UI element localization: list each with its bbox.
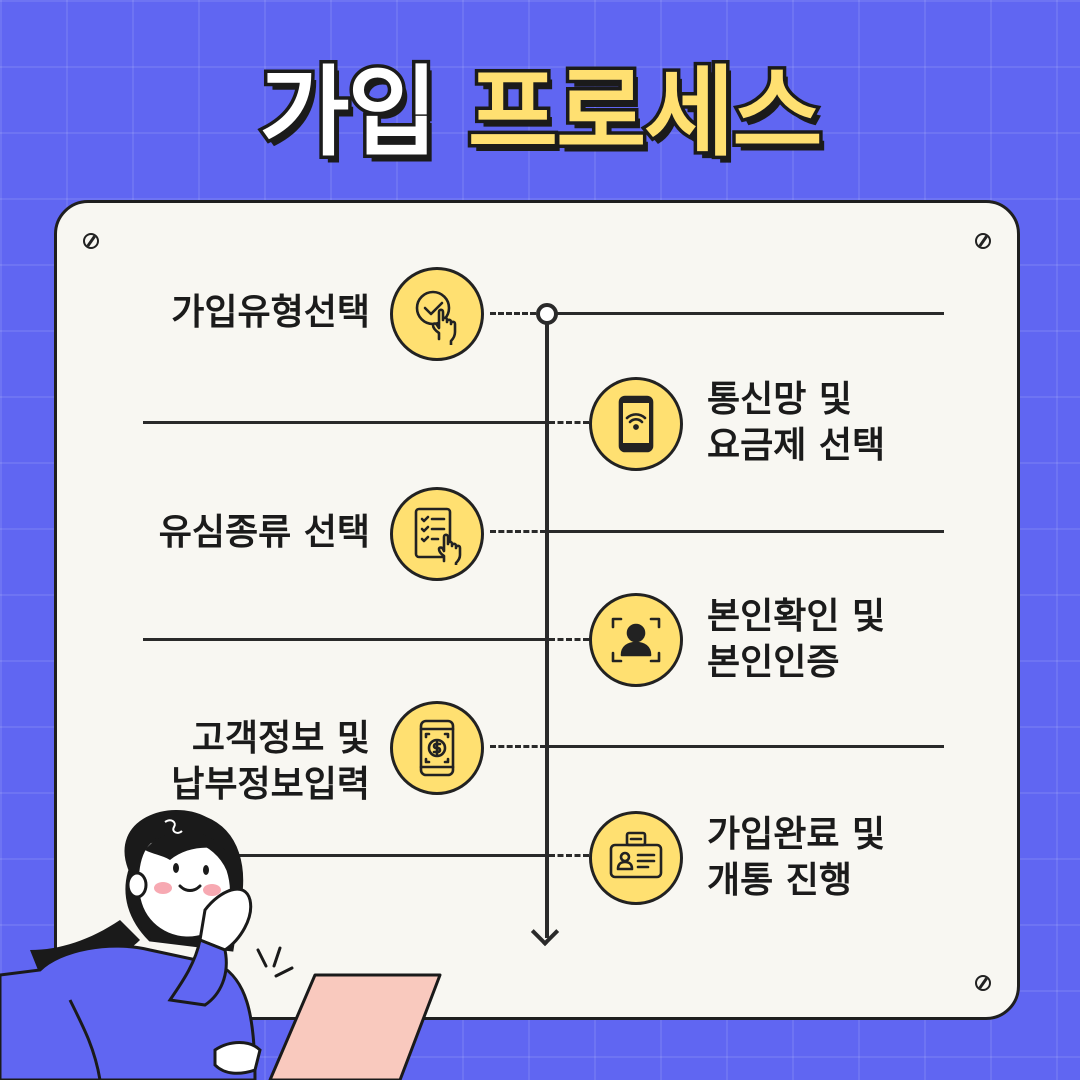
timeline-connector bbox=[200, 854, 547, 857]
step-1-label: 가입유형선택 bbox=[171, 292, 370, 333]
screw-icon bbox=[975, 233, 991, 249]
step-4-label: 본인확인 및 본인인증 bbox=[707, 596, 886, 683]
hand bbox=[198, 887, 253, 952]
timeline-connector bbox=[143, 638, 547, 641]
timeline-dash bbox=[549, 421, 589, 424]
title-part-2: 프로세스 bbox=[464, 53, 826, 174]
timeline-connector bbox=[143, 421, 547, 424]
step-3-icon-circle bbox=[390, 487, 484, 581]
step-1-icon-circle bbox=[390, 267, 484, 361]
id-badge-icon bbox=[609, 831, 663, 879]
screw-icon bbox=[83, 233, 99, 249]
timeline-connector bbox=[548, 745, 944, 748]
timeline-arrow-line bbox=[545, 318, 549, 938]
smartphone-wifi-icon bbox=[618, 395, 654, 453]
step-5-label: 고객정보 및 납부정보입력 bbox=[171, 718, 370, 805]
step-5-icon-circle bbox=[390, 701, 484, 795]
timeline-dash bbox=[549, 854, 589, 857]
timeline-start-dot bbox=[536, 303, 558, 325]
laptop bbox=[268, 973, 442, 1080]
person-with-laptop-illustration bbox=[0, 810, 442, 1080]
timeline-connector bbox=[548, 312, 944, 315]
step-2-label: 통신망 및 요금제 선택 bbox=[707, 379, 886, 466]
timeline-dash bbox=[549, 638, 589, 641]
timeline-dash bbox=[490, 530, 546, 533]
check-touch-icon bbox=[415, 290, 457, 345]
step-6-icon-circle bbox=[589, 811, 683, 905]
step-2-icon-circle bbox=[589, 377, 683, 471]
timeline-dash bbox=[490, 745, 546, 748]
mobile-payment-icon bbox=[419, 719, 455, 777]
step-6-label: 가입완료 및 개통 진행 bbox=[707, 814, 886, 901]
checklist-touch-icon bbox=[414, 507, 462, 565]
timeline-dash bbox=[490, 312, 536, 315]
arrow-down-icon bbox=[530, 917, 560, 947]
step-4-icon-circle bbox=[589, 593, 683, 687]
timeline-connector bbox=[548, 530, 944, 533]
step-3-label: 유심종류 선택 bbox=[158, 512, 370, 553]
screw-icon bbox=[975, 975, 991, 991]
face-scan-icon bbox=[611, 617, 661, 663]
title-part-1: 가입 bbox=[256, 53, 441, 174]
page-title: 가입 프로세스 bbox=[0, 48, 1080, 178]
